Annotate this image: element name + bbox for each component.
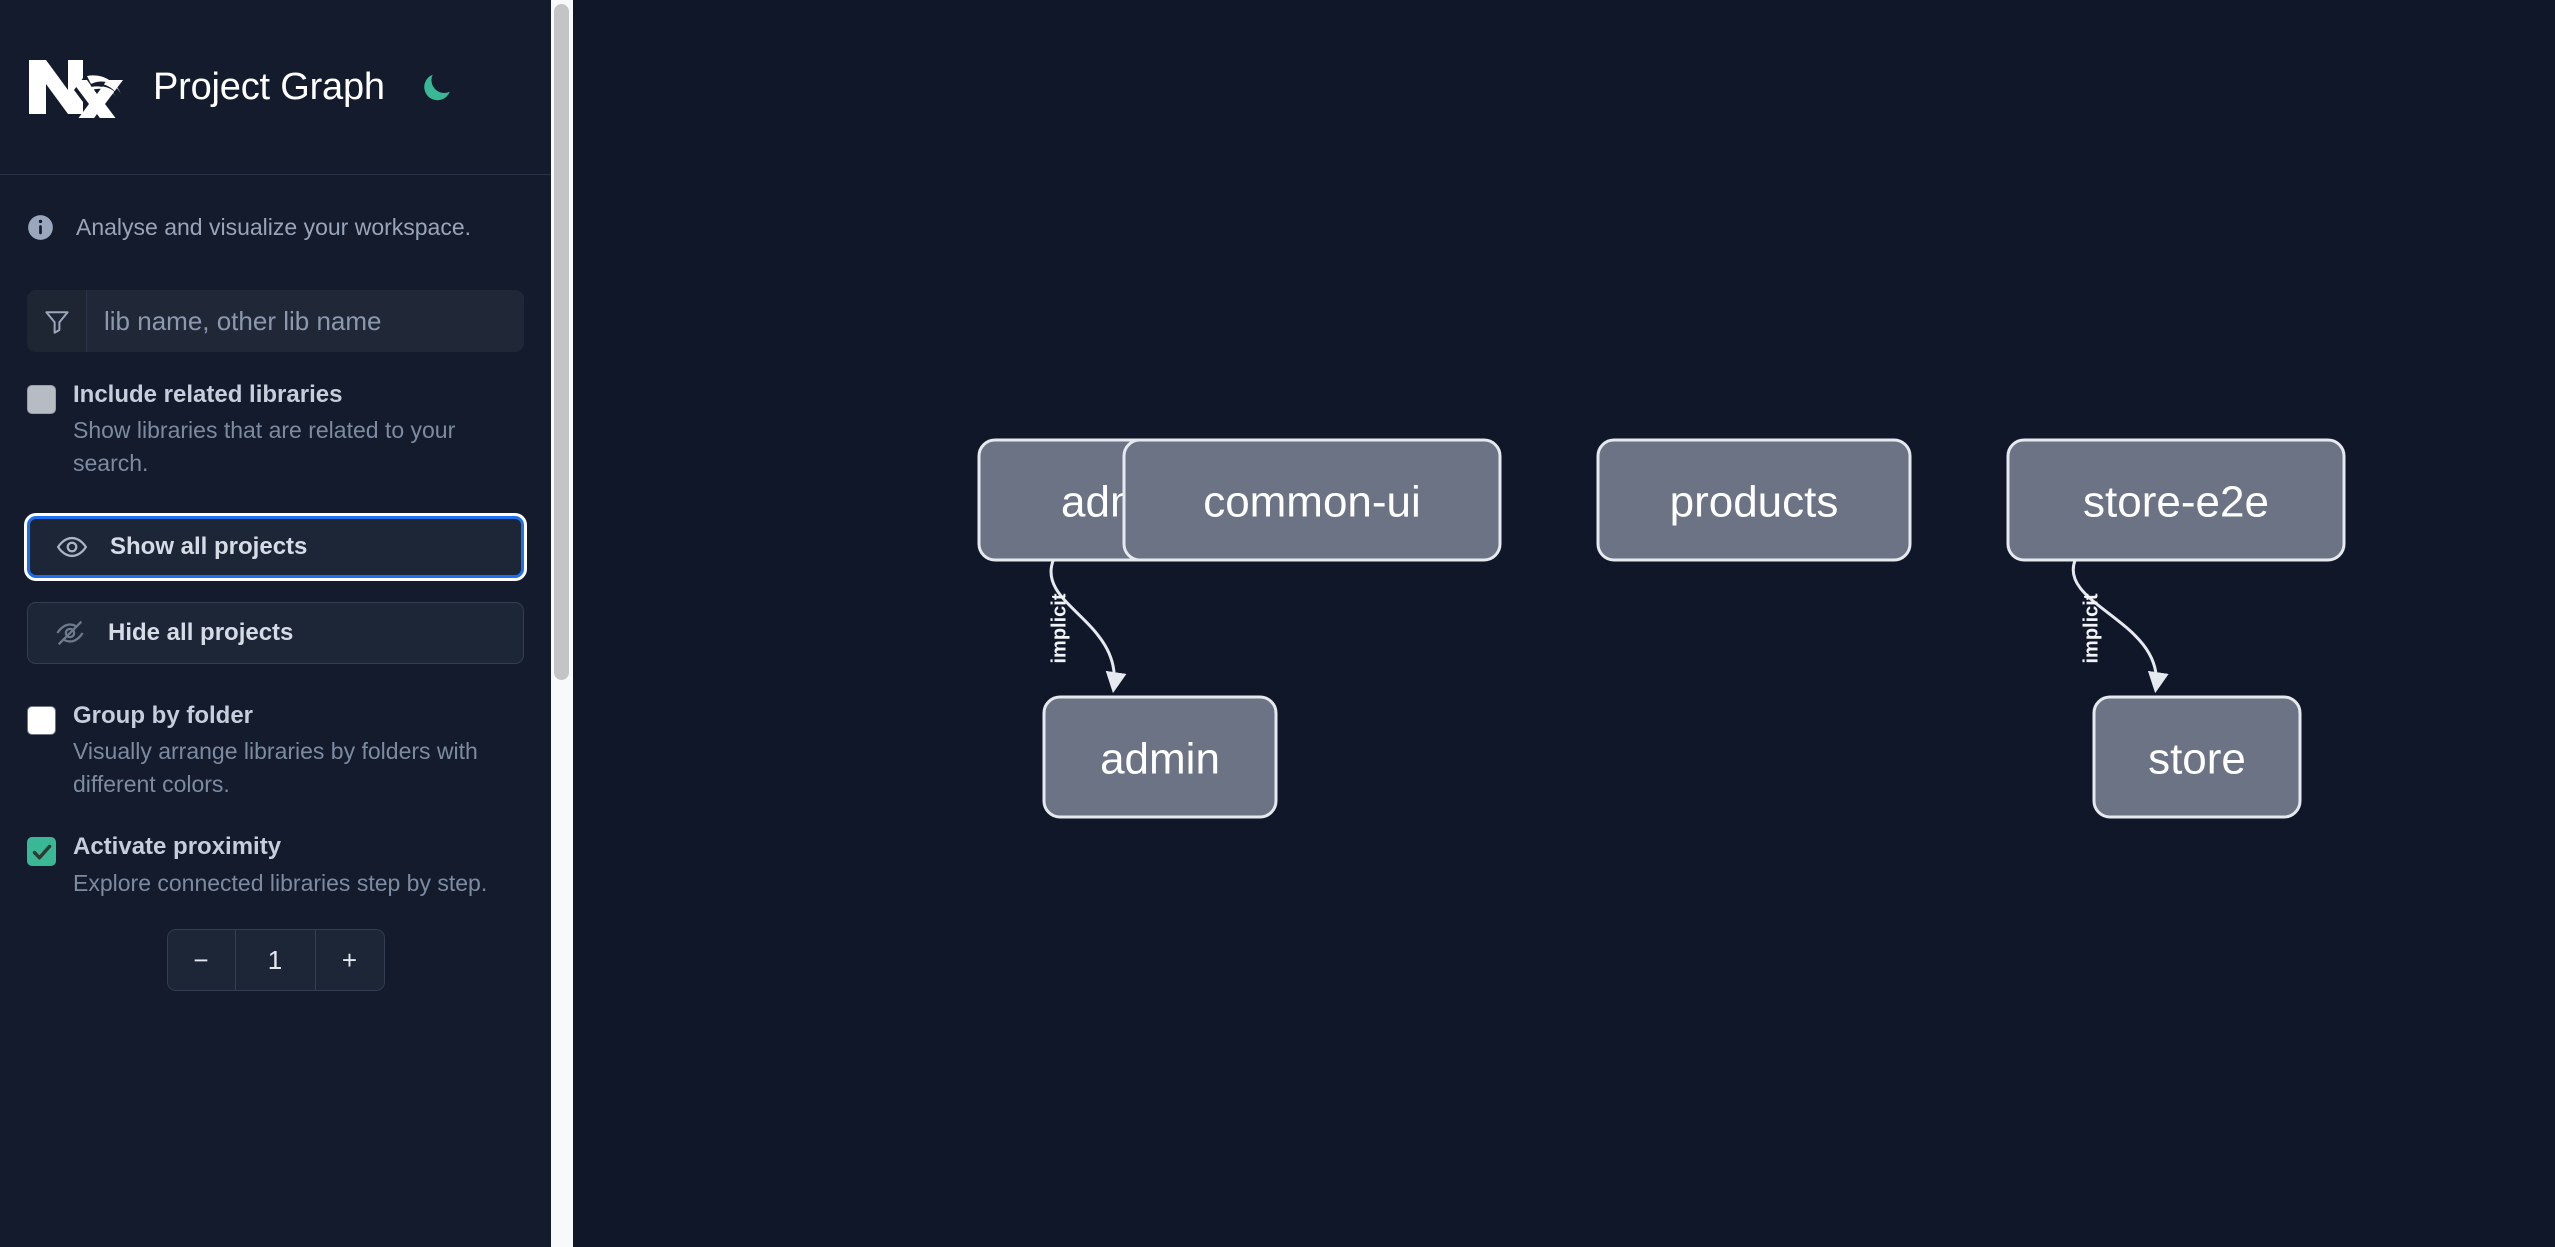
sidebar: Project Graph Analyse and visualize your… [0, 0, 551, 1247]
nx-logo [27, 56, 125, 128]
graph-node[interactable]: store-e2e [2006, 438, 2346, 562]
option-include-related-libraries[interactable]: Include related libraries Show libraries… [27, 379, 524, 480]
proximity-value: 1 [235, 930, 316, 991]
page-title: Project Graph [153, 65, 385, 108]
checkbox-include-related-libraries[interactable] [27, 385, 56, 414]
option-activate-proximity[interactable]: Activate proximity Explore connected lib… [27, 831, 524, 899]
show-all-projects-button[interactable]: Show all projects [27, 515, 524, 578]
graph-node[interactable]: products [1596, 438, 1912, 562]
eye-off-icon [54, 617, 86, 649]
graph-edge[interactable]: implicit [2071, 559, 2169, 694]
graph-node-label: store-e2e [2083, 478, 2269, 527]
hide-all-projects-label: Hide all projects [108, 618, 294, 646]
eye-icon [56, 531, 88, 563]
search-input[interactable] [87, 290, 524, 352]
option-group-by-folder[interactable]: Group by folder Visually arrange librari… [27, 700, 524, 801]
show-all-projects-label: Show all projects [110, 532, 308, 560]
graph-node-label: common-ui [1203, 478, 1421, 527]
graph-node-label: products [1670, 478, 1839, 527]
sidebar-scrollbar-thumb[interactable] [554, 4, 569, 680]
checkbox-activate-proximity[interactable] [27, 837, 56, 867]
graph-svg: implicit implicit admin-e2ecommon-uiprodu… [977, 438, 2346, 819]
graph-node[interactable]: common-ui [1122, 438, 1502, 562]
checkbox-group-by-folder[interactable] [27, 705, 56, 735]
graph-node[interactable]: admin [1042, 695, 1278, 819]
sidebar-tagline: Analyse and visualize your workspace. [0, 175, 551, 280]
graph-edge[interactable]: implicit [1049, 559, 1127, 694]
info-circle-icon [27, 214, 54, 241]
option-description: Visually arrange libraries by folders wi… [73, 738, 478, 797]
tagline-text: Analyse and visualize your workspace. [76, 214, 472, 240]
proximity-increment-button[interactable]: + [315, 930, 384, 991]
option-description: Explore connected libraries step by step… [73, 869, 488, 896]
funnel-icon [27, 290, 87, 352]
proximity-stepper: − 1 + [166, 929, 385, 992]
sidebar-scrollbar[interactable] [551, 0, 573, 1247]
graph-edge-label: implicit [2081, 593, 2103, 663]
proximity-decrement-button[interactable]: − [167, 930, 236, 991]
filter-field[interactable] [27, 290, 524, 352]
moon-icon[interactable] [415, 65, 459, 109]
hide-all-projects-button[interactable]: Hide all projects [27, 601, 524, 664]
graph-node-label: store [2148, 735, 2246, 784]
graph-edge-label: implicit [1049, 593, 1071, 663]
option-label: Activate proximity [73, 833, 282, 861]
option-label: Group by folder [73, 701, 253, 729]
option-description: Show libraries that are related to your … [73, 417, 456, 477]
graph-node[interactable]: store [2092, 695, 2302, 819]
graph-node-label: admin [1100, 735, 1220, 784]
sidebar-header: Project Graph [0, 0, 551, 175]
graph-edges: implicit implicit [1049, 559, 2169, 694]
graph-nodes: admin-e2ecommon-uiproductsstore-e2eadmin… [977, 438, 2346, 819]
option-label: Include related libraries [73, 381, 343, 408]
sidebar-body: Include related libraries Show libraries… [0, 290, 551, 992]
